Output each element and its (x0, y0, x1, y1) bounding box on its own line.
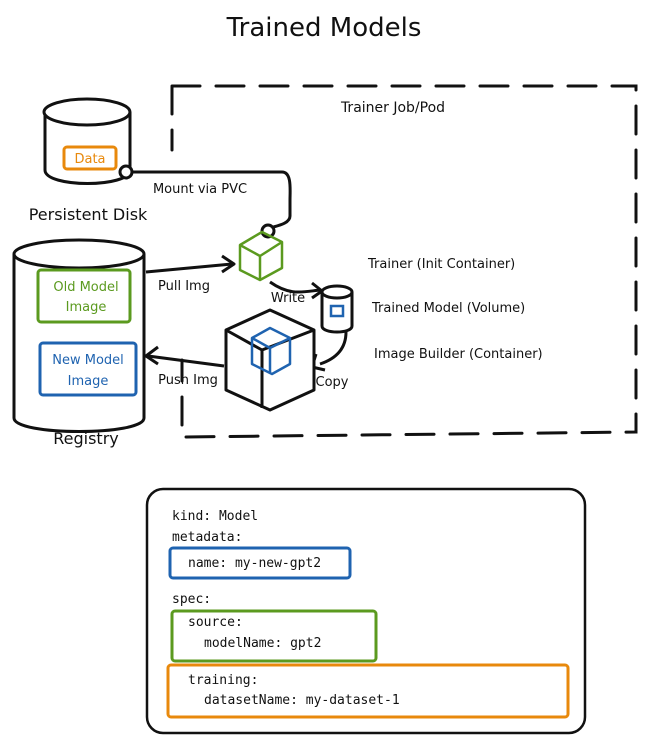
pull-arrow-head (221, 254, 236, 274)
yaml-kind: kind: Model (172, 509, 258, 524)
spec-source-highlight (170, 609, 378, 663)
write-arrow-line (269, 280, 321, 294)
copy-arrow-line (319, 331, 348, 366)
new-model-image-box (38, 341, 138, 397)
push-label: Push Img (158, 373, 218, 388)
copy-label: Copy (316, 375, 349, 390)
legend-trained-model: Trained Model (Volume) (371, 301, 525, 316)
data-box (62, 145, 118, 171)
mount-connector-disk (118, 164, 134, 180)
yaml-modelname: modelName: gpt2 (204, 636, 321, 651)
mount-line (132, 170, 292, 230)
pull-arrow-line (145, 262, 233, 274)
yaml-metadata: metadata: (172, 530, 242, 545)
metadata-name-highlight (168, 546, 352, 580)
new-image-line2: Image (68, 374, 109, 389)
old-model-image-box (36, 268, 132, 324)
old-image-line1: Old Model (53, 280, 118, 295)
pull-label: Pull Img (158, 279, 210, 294)
yaml-training: training: (188, 673, 258, 688)
yaml-source: source: (188, 615, 243, 630)
persistent-disk-cylinder (42, 97, 132, 185)
trained-model-volume-icon (320, 284, 354, 334)
old-image-line2: Image (66, 300, 107, 315)
yaml-datasetname: datasetName: my-dataset-1 (204, 693, 400, 708)
push-arrow-head (144, 345, 159, 366)
mount-label: Mount via PVC (153, 182, 247, 197)
data-label: Data (74, 152, 105, 167)
yaml-spec: spec: (172, 592, 211, 607)
yaml-name: name: my-new-gpt2 (188, 556, 321, 571)
persistent-disk-label: Persistent Disk (29, 205, 148, 224)
pod-label: Trainer Job/Pod (340, 100, 445, 116)
legend-trainer: Trainer (Init Container) (367, 257, 515, 272)
diagram-title: Trained Models (226, 13, 422, 43)
trainer-cube-icon (238, 230, 284, 282)
push-arrow-line (147, 354, 225, 368)
new-image-line1: New Model (52, 353, 124, 368)
legend-image-builder: Image Builder (Container) (374, 347, 543, 362)
image-builder-inner-cube-icon (250, 326, 292, 376)
spec-training-highlight (166, 663, 570, 719)
registry-label: Registry (53, 429, 119, 448)
write-label: Write (271, 291, 305, 306)
trainer-pod-boundary (170, 84, 638, 439)
